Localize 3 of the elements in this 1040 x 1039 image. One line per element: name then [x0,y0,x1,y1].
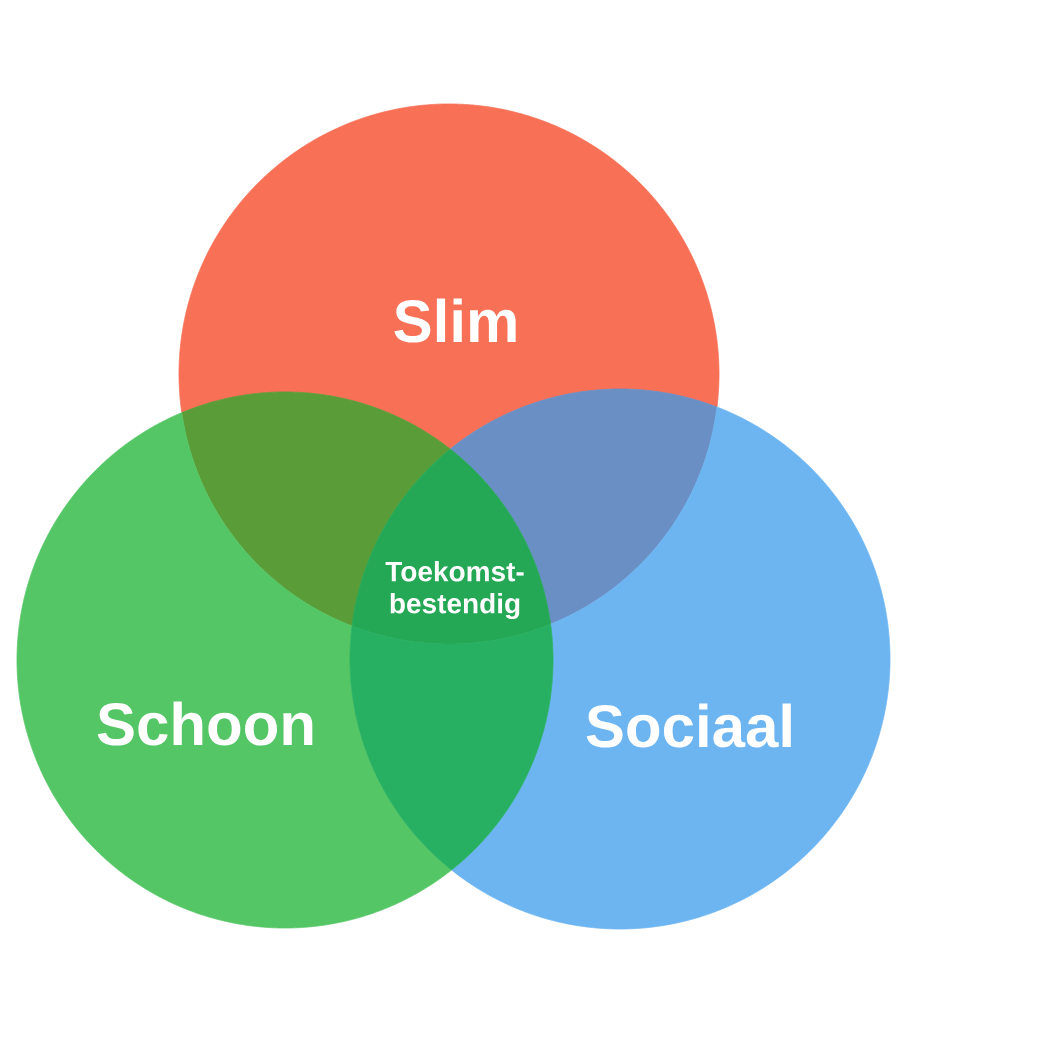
circle-region: Slim [178,103,720,450]
center-overlap: Toekomst- bestendig [351,448,551,645]
overlap-region [349,623,554,871]
